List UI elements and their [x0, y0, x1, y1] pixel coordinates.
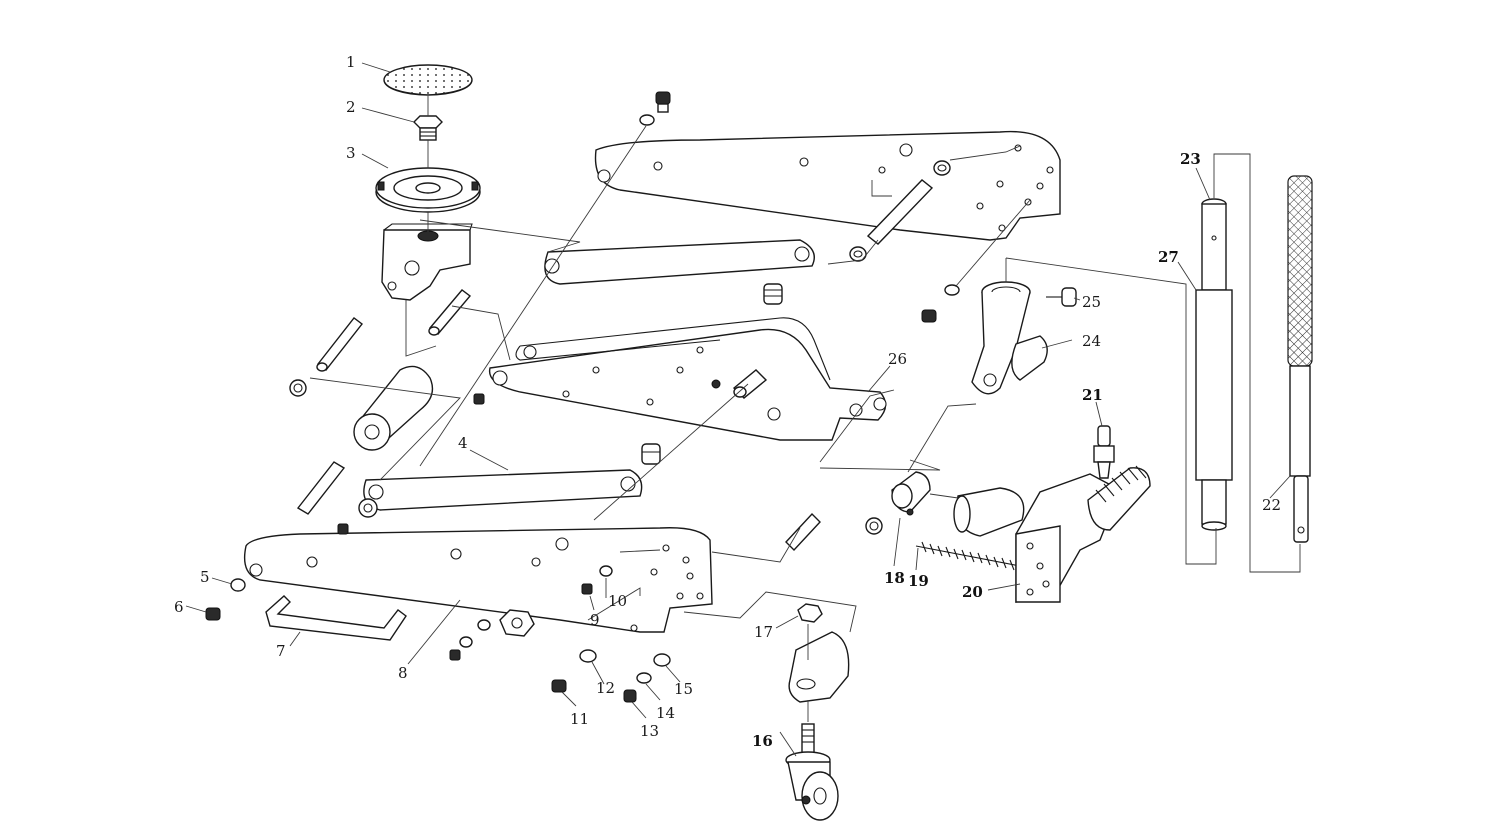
pin-part	[316, 317, 363, 372]
bolt-part	[623, 689, 637, 703]
handle-socket-part	[971, 281, 1048, 395]
callout-leaders	[185, 62, 1291, 757]
callout-24: 24	[1082, 332, 1101, 350]
callout-11: 11	[570, 710, 589, 728]
callout-19: 19	[908, 572, 929, 590]
lower-side-plate-part	[243, 527, 713, 633]
bushing-part	[933, 160, 951, 176]
bolt-part	[551, 679, 567, 693]
bolt-part	[473, 393, 485, 405]
set-screw-part	[1046, 287, 1077, 307]
handle-upper-part	[1195, 198, 1233, 531]
washer-part	[599, 565, 613, 577]
callout-labels: 1 2 3 4 5 6 7 8 9 10 11 12 13 14 15 16 1…	[174, 53, 1281, 750]
callout-2: 2	[346, 98, 356, 116]
bushing-part	[785, 512, 821, 552]
callout-8: 8	[398, 664, 408, 682]
saddle-pad-part	[383, 64, 473, 96]
callout-17: 17	[754, 623, 773, 641]
callout-10: 10	[608, 592, 627, 610]
lift-arm-part	[488, 317, 887, 441]
roller-part	[353, 365, 434, 451]
bolt-part	[921, 309, 937, 323]
lower-link-part	[363, 469, 643, 511]
bolt-part	[581, 583, 593, 595]
callout-15: 15	[674, 680, 693, 698]
lift-arm-link-part	[544, 239, 815, 285]
hex-nut-part	[797, 603, 823, 623]
washer-part	[639, 114, 655, 126]
callout-4: 4	[458, 434, 468, 452]
handle-lower-part	[1287, 175, 1313, 543]
saddle-bracket-part	[381, 223, 473, 301]
callout-22: 22	[1262, 496, 1281, 514]
saddle-plate-part	[375, 167, 481, 213]
bolt-part	[205, 607, 221, 621]
pin-part	[866, 179, 934, 245]
callout-25: 25	[1082, 293, 1101, 311]
callout-18: 18	[884, 569, 905, 587]
pin-part	[732, 369, 768, 399]
bolt-part	[449, 649, 461, 661]
washer-part	[230, 578, 246, 592]
pump-unit-part	[953, 465, 1151, 603]
assembly-guide-lines	[309, 96, 1301, 722]
washer-part	[579, 649, 597, 663]
pin-part	[428, 289, 472, 336]
saddle-nut-part	[413, 115, 443, 141]
washer-part	[944, 284, 960, 296]
release-valve-part	[1093, 425, 1115, 479]
grease-fitting-part	[763, 283, 783, 305]
callout-13: 13	[640, 722, 659, 740]
carry-handle-part	[265, 595, 407, 641]
callout-20: 20	[962, 583, 983, 601]
upper-side-plate-part	[594, 130, 1061, 241]
bushing-part	[849, 246, 867, 262]
callout-6: 6	[174, 598, 184, 616]
callout-16: 16	[752, 732, 773, 750]
callout-23: 23	[1180, 150, 1201, 168]
grease-fitting-part	[641, 443, 661, 465]
callout-3: 3	[346, 144, 356, 162]
pump-piston-part	[891, 471, 931, 516]
snap-ring-part	[865, 517, 883, 535]
washer-part	[636, 672, 652, 684]
caster-bracket-part	[788, 631, 850, 703]
snap-ring-part	[358, 498, 378, 518]
snap-ring-part	[289, 379, 307, 397]
callout-9: 9	[590, 611, 600, 629]
callout-26: 26	[888, 350, 907, 368]
callout-7: 7	[276, 642, 286, 660]
callout-12: 12	[596, 679, 615, 697]
washer-part	[653, 653, 671, 667]
callout-14: 14	[656, 704, 675, 722]
bolt-part	[655, 91, 671, 113]
pin-part	[296, 461, 346, 515]
callout-5: 5	[200, 568, 210, 586]
bolt-part	[337, 523, 349, 535]
caster-wheel-part	[785, 723, 839, 821]
callout-1: 1	[346, 53, 356, 71]
return-spring-part	[915, 541, 1031, 573]
washer-part	[459, 636, 473, 648]
washer-part	[477, 619, 491, 631]
hex-nut-part	[499, 609, 535, 637]
callout-21: 21	[1082, 386, 1103, 404]
callout-27: 27	[1158, 248, 1179, 266]
